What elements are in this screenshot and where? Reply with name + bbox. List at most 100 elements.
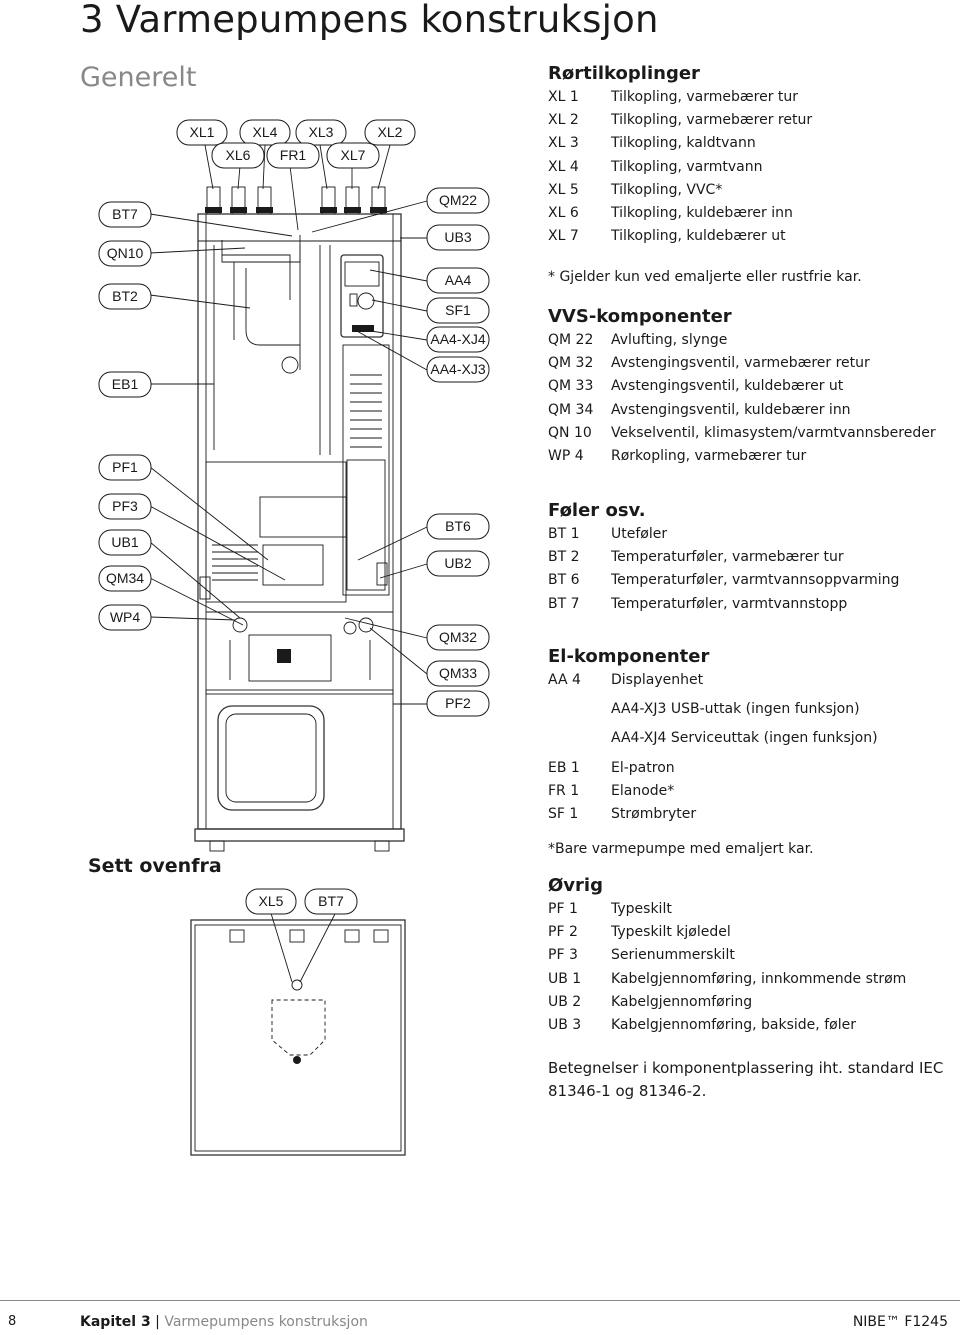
- label-qm33: [426, 660, 490, 687]
- chapter-title: 3 Varmepumpens konstruksjon: [80, 0, 659, 41]
- legend-code: XL 2: [548, 112, 579, 129]
- label-aa4: [426, 267, 490, 294]
- label-bt7: [98, 201, 152, 228]
- label-pf2: [426, 690, 490, 717]
- legend-code: XL 4: [548, 158, 579, 175]
- legend-desc: Kabelgjennomføring, bakside, føler: [611, 1017, 856, 1034]
- page-number: 8: [8, 1314, 17, 1329]
- footer-chapter-name: Varmepumpens konstruksjon: [164, 1314, 368, 1330]
- label-aa4-xj3: [426, 356, 490, 383]
- legend-desc: Typeskilt kjøledel: [611, 924, 731, 941]
- legend-code: EB 1: [548, 759, 580, 776]
- svg-text:WP4: WP4: [110, 609, 141, 625]
- svg-text:AA4: AA4: [445, 272, 472, 288]
- label-xl7: [326, 142, 380, 169]
- legend-desc: Uteføler: [611, 526, 668, 542]
- svg-text:XL1: XL1: [190, 124, 215, 140]
- pipe-connections-heading: Rørtilkoplinger: [548, 63, 700, 84]
- footer-divider: [0, 1300, 960, 1301]
- legend-code: WP 4: [548, 448, 584, 465]
- legend-code: XL 7: [548, 228, 579, 245]
- legend-code: SF 1: [548, 806, 579, 823]
- label-ub1: [98, 529, 152, 556]
- top-labels: XL1 XL4 XL3 XL2 XL6 FR1 XL7: [176, 119, 416, 169]
- electrical-note: *Bare varmepumpe med emaljert kar.: [548, 841, 814, 857]
- svg-text:SF1: SF1: [445, 302, 471, 318]
- label-qm32: [426, 624, 490, 651]
- section-title: Generelt: [80, 62, 197, 93]
- vvs-components-heading: VVS-komponenter: [548, 306, 732, 327]
- svg-text:BT7: BT7: [112, 206, 138, 222]
- svg-text:XL7: XL7: [341, 147, 366, 163]
- legend-desc: Temperaturføler, varmtvannsoppvarming: [611, 572, 900, 589]
- legend-desc: Rørkopling, varmebærer tur: [611, 448, 807, 465]
- svg-text:XL3: XL3: [309, 124, 334, 140]
- legend-code: QN 10: [548, 424, 592, 441]
- svg-text:EB1: EB1: [112, 376, 139, 392]
- legend-desc: Serienummerskilt: [611, 947, 735, 964]
- sensors-heading: Føler osv.: [548, 500, 646, 521]
- legend-code: AA 4: [548, 672, 581, 688]
- label-sf1: [426, 297, 490, 324]
- svg-text:QM22: QM22: [439, 192, 477, 208]
- legend-desc: Tilkopling, kuldebærer ut: [611, 228, 786, 245]
- svg-text:QM32: QM32: [439, 629, 477, 645]
- svg-text:PF1: PF1: [112, 459, 138, 475]
- legend-code: UB 3: [548, 1017, 582, 1034]
- label-bt7-top: [304, 888, 358, 915]
- svg-text:UB2: UB2: [444, 555, 471, 571]
- label-pf3: [98, 493, 152, 520]
- footer-chapter-label: Kapitel 3: [80, 1314, 151, 1330]
- label-xl1: [176, 119, 228, 146]
- pipe-connections-note: * Gjelder kun ved emaljerte eller rustfr…: [548, 269, 862, 285]
- svg-text:XL6: XL6: [226, 147, 251, 163]
- aa4-xj3-note: AA4-XJ3 USB-uttak (ingen funksjon): [611, 701, 860, 718]
- label-qm22: [426, 187, 490, 214]
- svg-text:PF3: PF3: [112, 498, 138, 514]
- svg-text:XL2: XL2: [378, 124, 403, 140]
- svg-text:UB1: UB1: [111, 534, 138, 550]
- legend-desc: Strømbryter: [611, 806, 697, 823]
- electrical-heading: El-komponenter: [548, 646, 710, 667]
- svg-text:QM33: QM33: [439, 665, 477, 681]
- legend-desc: El-patron: [611, 759, 675, 776]
- legend-row: QM 22 Avlufting, slynge: [548, 329, 936, 352]
- legend-desc: Tilkopling, varmtvann: [611, 158, 763, 175]
- svg-text:UB3: UB3: [444, 229, 471, 245]
- legend-code: BT 6: [548, 572, 580, 589]
- label-pf1: [98, 454, 152, 481]
- display-unit: [340, 254, 384, 338]
- legend-code: QM 22: [548, 332, 594, 348]
- legend-row: AA 4 Displayenhet: [548, 669, 878, 692]
- label-bt2: [98, 283, 152, 310]
- legend-code: QM 33: [548, 378, 594, 395]
- legend-code: PF 1: [548, 901, 578, 917]
- legend-code: QM 32: [548, 355, 594, 372]
- svg-text:FR1: FR1: [280, 147, 307, 163]
- legend-desc: Tilkopling, VVC*: [611, 181, 723, 198]
- standard-note: Betegnelser i komponentplassering iht. s…: [548, 1059, 944, 1100]
- legend-desc: Tilkopling, kuldebærer inn: [611, 205, 793, 222]
- label-eb1: [98, 371, 152, 398]
- tank-window: [217, 705, 325, 811]
- svg-text:QN10: QN10: [107, 245, 144, 261]
- legend-row: WP 4 Rørkopling, varmebærer tur: [548, 445, 936, 468]
- legend-desc: Avlufting, slynge: [611, 332, 728, 348]
- electrical-panel: [342, 344, 390, 596]
- label-xl3: [295, 119, 347, 146]
